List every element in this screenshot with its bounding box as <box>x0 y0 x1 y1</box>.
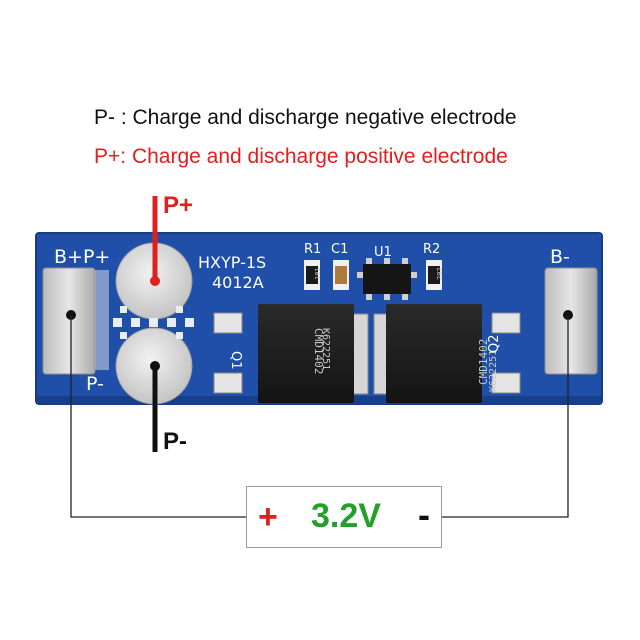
battery-minus-sign: - <box>418 494 430 535</box>
pad-p-minus-label: P- <box>86 373 104 395</box>
model-line-1: HXYP-1S <box>198 253 266 272</box>
q2-marking-2: K622251 <box>488 350 499 392</box>
p-minus-point <box>150 361 160 371</box>
label-r2: R2 <box>423 242 440 257</box>
voltage-box <box>246 486 442 548</box>
ic-u1 <box>357 258 417 300</box>
probe-dot-left <box>66 310 76 320</box>
battery-positive-pad <box>42 267 96 375</box>
q1-marking-2: K622251 <box>320 328 331 370</box>
r1-code: 101 <box>314 267 322 280</box>
wire-right <box>442 316 569 518</box>
label-q2: Q2 <box>487 334 502 353</box>
battery-negative-pad <box>544 267 598 375</box>
p-plus-label: P+ <box>163 192 194 219</box>
battery-voltage: 3.2V <box>311 497 381 535</box>
pad-left-label: B+P+ <box>54 246 110 268</box>
pad-right-label: B- <box>550 246 570 268</box>
label-u1: U1 <box>374 245 392 260</box>
legend-negative: P- : Charge and discharge negative elect… <box>94 106 517 129</box>
silkscreen-strip <box>95 270 109 370</box>
r2-code: 202 <box>436 267 444 280</box>
mosfet-q2 <box>373 304 521 403</box>
battery-plus-sign: + <box>258 498 278 536</box>
test-points <box>113 306 194 339</box>
label-c1: C1 <box>331 242 348 257</box>
p-minus-label: P- <box>163 428 187 455</box>
wire-left <box>70 316 246 518</box>
label-r1: R1 <box>304 242 321 257</box>
p-plus-point <box>150 276 160 286</box>
q2-marking-1: CMD1402 <box>477 339 490 385</box>
model-line-2: 4012A <box>212 273 264 292</box>
legend-positive: P+: Charge and discharge positive electr… <box>94 145 508 168</box>
probe-dot-right <box>563 310 573 320</box>
q1-marking-1: CMD1402 <box>312 328 325 374</box>
label-q1: Q1 <box>228 351 243 370</box>
mosfet-q1 <box>213 304 369 403</box>
